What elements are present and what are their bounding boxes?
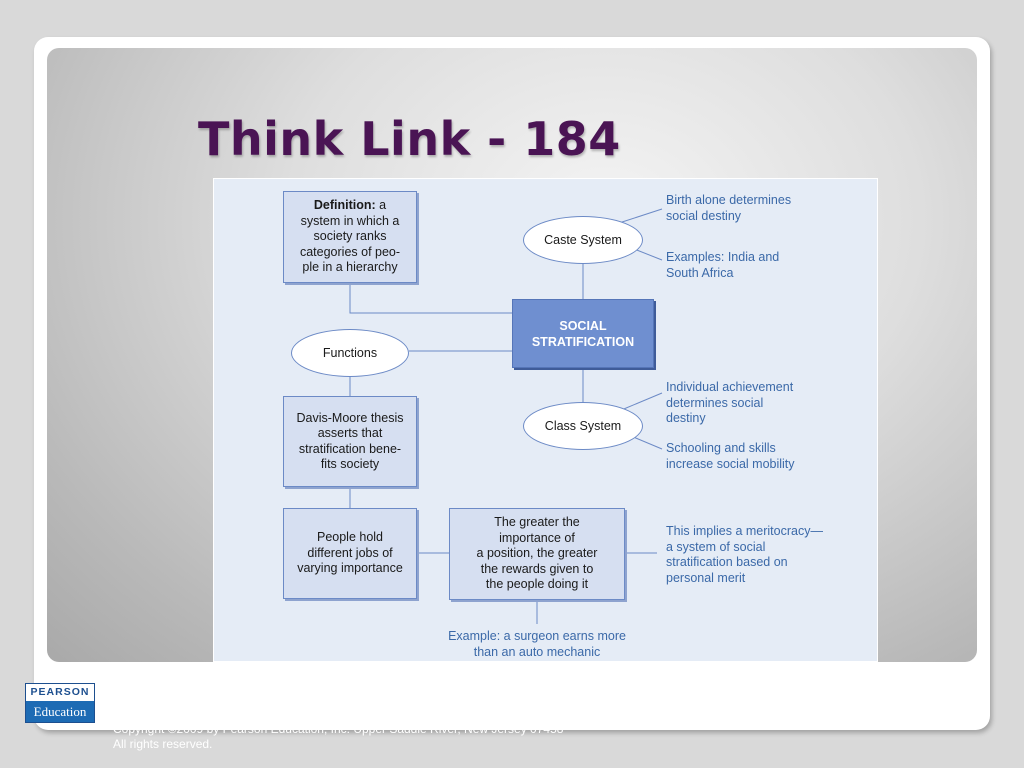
definition-box: Definition: a system in which a society … — [283, 191, 417, 283]
note-line: Schooling and skills — [666, 441, 776, 455]
caste-system-oval: Caste System — [523, 216, 643, 264]
note-line: than an auto mechanic — [473, 644, 601, 659]
box-line: importance of — [499, 530, 575, 545]
center-line: SOCIAL — [559, 318, 607, 333]
box-line: different jobs of — [307, 545, 393, 560]
note-line: This implies a meritocracy— — [666, 524, 823, 538]
box-line: Davis-Moore thesis — [296, 410, 404, 425]
class-system-oval: Class System — [523, 402, 643, 450]
note-line: determines social — [666, 395, 764, 410]
box-line: asserts that — [317, 426, 383, 440]
caste-note-examples: Examples: India and South Africa — [666, 250, 779, 281]
note-line: South Africa — [666, 265, 734, 280]
box-line: People hold — [316, 530, 384, 545]
note-line: Birth alone determines — [666, 193, 792, 207]
box-line: fits society — [320, 457, 380, 471]
people-hold-box: People hold different jobs of varying im… — [283, 508, 417, 599]
greater-importance-box: The greater the importance of a position… — [449, 508, 625, 600]
note-line: increase social mobility — [666, 456, 795, 471]
slide-title: Think Link - 184 — [198, 112, 621, 166]
note-line: Example: a surgeon earns more — [448, 629, 626, 643]
note-line: Examples: India and — [666, 250, 780, 264]
definition-line: system in which a — [300, 213, 400, 228]
note-line: destiny — [666, 411, 706, 425]
surgeon-example-note: Example: a surgeon earns more than an au… — [440, 629, 634, 660]
logo-bottom-text: Education — [26, 701, 94, 722]
definition-line: ple in a hierarchy — [302, 260, 398, 275]
meritocracy-note: This implies a meritocracy— a system of … — [666, 524, 823, 586]
note-line: a system of social — [666, 539, 766, 554]
definition-line: a — [375, 198, 387, 213]
box-line: a position, the greater — [476, 546, 598, 561]
class-note-achievement: Individual achievement determines social… — [666, 380, 793, 427]
box-line: stratification bene- — [298, 441, 402, 456]
box-line: the people doing it — [485, 577, 589, 592]
box-line: the rewards given to — [480, 561, 594, 576]
note-line: social destiny — [666, 208, 742, 223]
concept-map-panel: Definition: a system in which a society … — [213, 178, 878, 662]
definition-line: society ranks — [313, 229, 387, 244]
definition-label: Definition: — [313, 198, 376, 213]
connector-definition — [349, 283, 512, 314]
box-line: The greater the — [494, 515, 580, 530]
copyright-notice: Copyright ©2009 by Pearson Education, In… — [113, 722, 563, 752]
social-stratification-box: SOCIAL STRATIFICATION — [512, 299, 654, 368]
connector-class-achievement — [618, 392, 663, 412]
pearson-education-logo: PEARSON Education — [25, 683, 95, 723]
caste-note-birth: Birth alone determines social destiny — [666, 193, 791, 224]
connector-caste-birth — [618, 208, 663, 224]
copyright-line: All rights reserved. — [113, 737, 213, 751]
note-line: stratification based on — [666, 555, 788, 569]
class-note-schooling: Schooling and skills increase social mob… — [666, 441, 795, 472]
definition-line: categories of peo- — [299, 244, 401, 259]
functions-oval: Functions — [291, 329, 409, 377]
note-line: Individual achievement — [666, 380, 794, 394]
logo-top-text: PEARSON — [26, 684, 94, 701]
box-line: varying importance — [297, 561, 403, 576]
note-line: personal merit — [666, 570, 746, 585]
copyright-line: Copyright ©2009 by Pearson Education, In… — [113, 722, 564, 736]
davis-moore-box: Davis-Moore thesis asserts that stratifi… — [283, 396, 417, 487]
center-line: STRATIFICATION — [531, 334, 635, 349]
